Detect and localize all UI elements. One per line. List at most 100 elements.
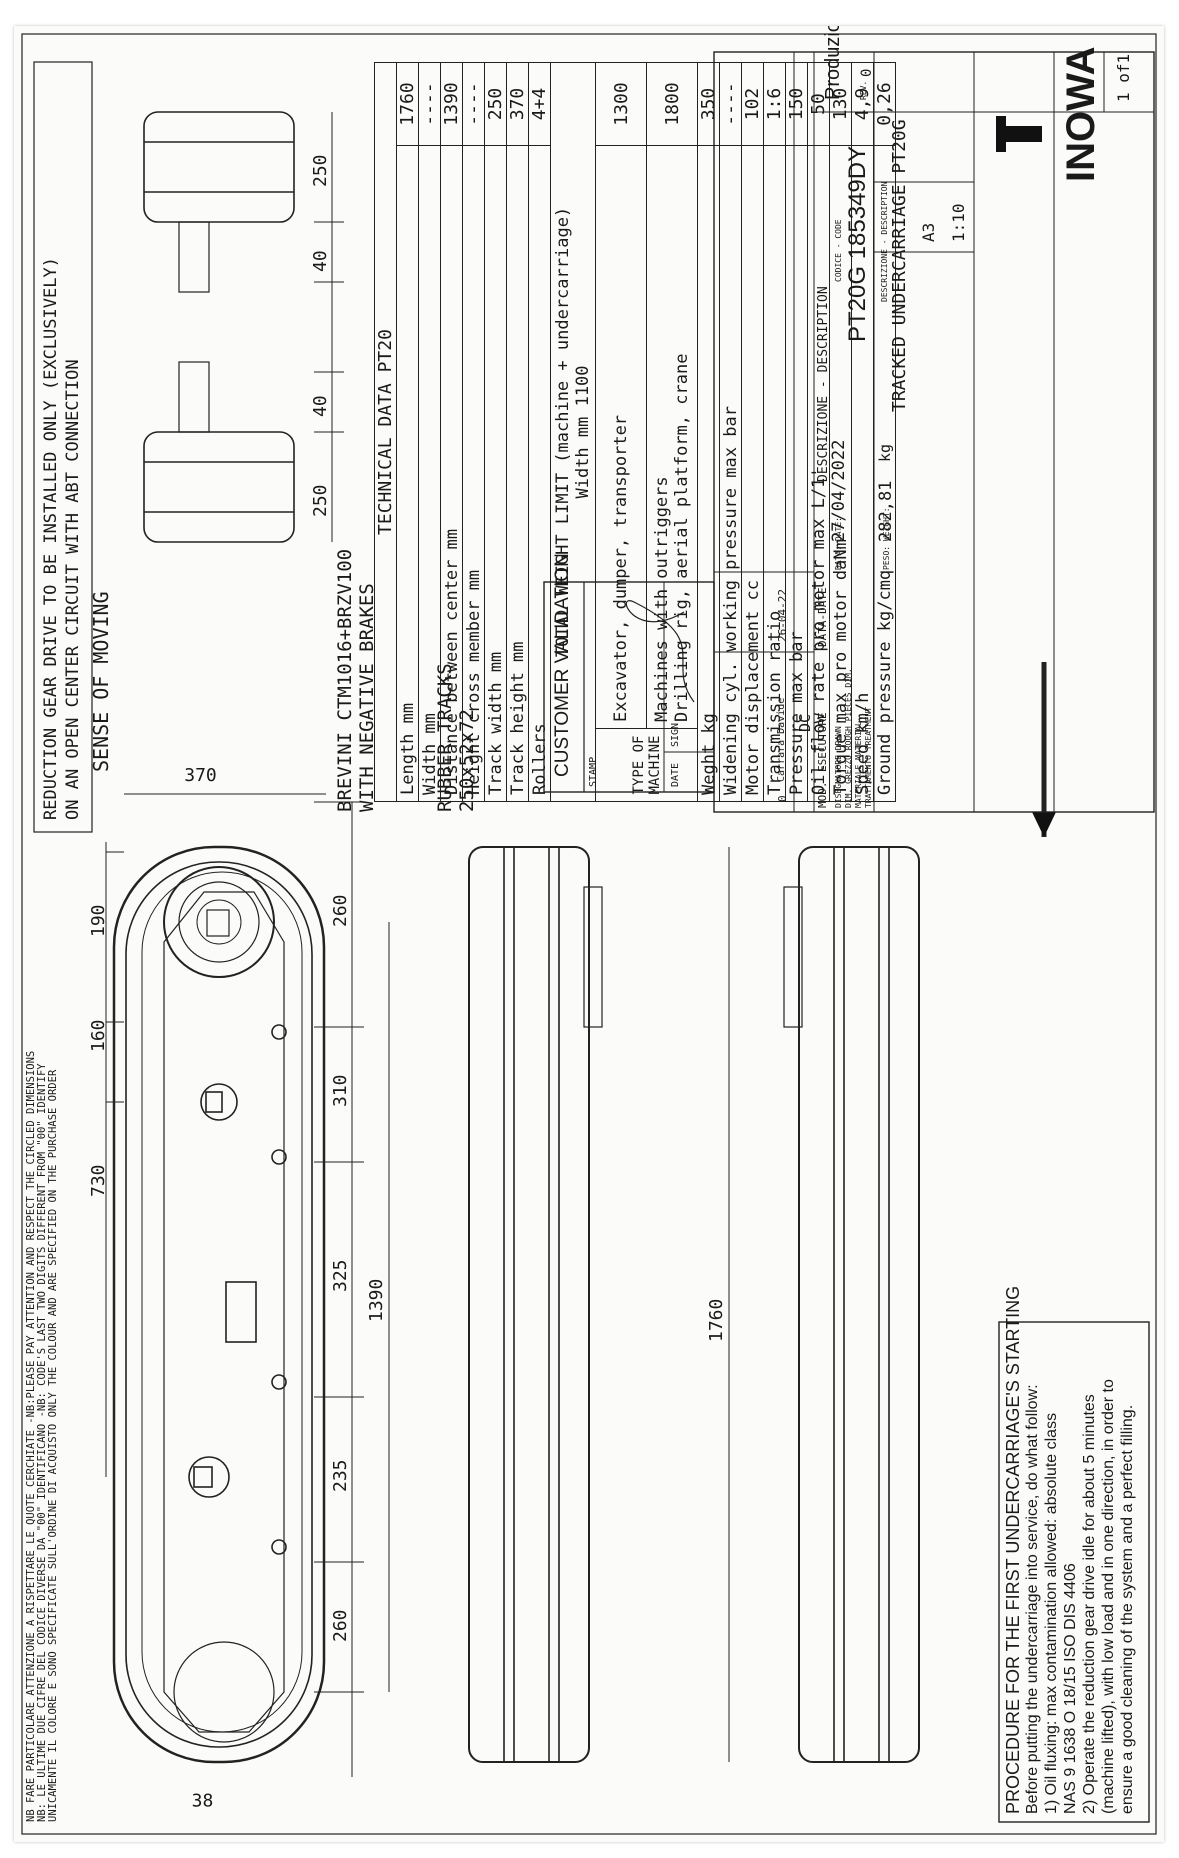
row-value: 4+4 xyxy=(528,62,551,146)
weight-value: 282,81 xyxy=(876,480,896,542)
rev-date-value: 26-04-22 xyxy=(776,589,789,642)
treatment-label: TRATTAMENTO TREATMENT xyxy=(864,706,873,808)
inowa-logo-mark xyxy=(996,116,1042,152)
tech-table-title: TECHNICAL DATA PT20 xyxy=(374,62,397,802)
row-value: 250 xyxy=(484,62,507,146)
motor-label-line1: BREVINI CTM1016+BRZV100 xyxy=(334,548,356,812)
row-label: Weght kg xyxy=(697,145,720,802)
row-value: 1760 xyxy=(396,62,419,146)
front-dim-40-left: 40 xyxy=(310,395,331,417)
stamp-label: STAMP xyxy=(588,756,599,787)
side-note: NB FARE PARTICOLARE ATTENZIONE A RISPETT… xyxy=(25,1051,59,1822)
table-row: Height cross member mm---- xyxy=(462,62,485,802)
procedure-line5: (machine lifted), with low load and in o… xyxy=(1100,1379,1117,1814)
row-value: 1390 xyxy=(440,62,463,146)
note-line2: ON AN OPEN CENTER CIRCUIT WITH ABT CONNE… xyxy=(63,359,83,820)
dim-730: 730 xyxy=(88,1164,109,1197)
dim-1390: 1390 xyxy=(366,1278,387,1322)
rev-header-mod: MOD. xyxy=(816,781,829,809)
reduction-gear-note: REDUCTION GEAR DRIVE TO BE INSTALLED ONL… xyxy=(40,257,84,820)
row-value: 370 xyxy=(506,62,529,146)
rev-value: 0 xyxy=(859,68,875,77)
front-dim-40-right: 40 xyxy=(310,250,331,272)
row-value: 1800 xyxy=(646,62,698,146)
dim-38: 38 xyxy=(191,1790,214,1812)
customer-validation-title: CUSTOMER VALIDATION xyxy=(552,553,573,777)
front-dim-250-right: 250 xyxy=(310,154,331,187)
rough-dim-label: DIM. GREZZO ROUGH PIECES DIM. xyxy=(844,668,853,808)
dim-370: 370 xyxy=(184,765,217,787)
row-label-line1: Machines with outriggers xyxy=(652,476,672,722)
part-description: TRACKED UNDERCARRIAGE PT20G xyxy=(889,119,910,412)
rev-executor-value: Carrara Davide xyxy=(776,697,787,782)
row-value: 1:6 xyxy=(763,62,786,146)
drawing-date: 27/04/2022 xyxy=(829,439,849,542)
row-label-line2: Drilling rig, aerial platform, crane xyxy=(672,353,692,722)
sense-of-moving-label: SENSE OF MOVING xyxy=(89,591,113,772)
dim-260-left: 260 xyxy=(330,1609,351,1642)
first-start-procedure: PROCEDURE FOR THE FIRST UNDERCARRIAGE'S … xyxy=(1003,1285,1137,1814)
drawing-sheet: REDUCTION GEAR DRIVE TO BE INSTALLED ONL… xyxy=(14,26,1164,1842)
motor-label: BREVINI CTM1016+BRZV100 WITH NEGATIVE BR… xyxy=(334,549,378,812)
row-label: Motor displacement cc xyxy=(741,145,764,802)
rev-header-date: DATA-DATE xyxy=(816,587,829,647)
row-value: 1300 xyxy=(595,62,647,146)
dim-160: 160 xyxy=(88,1019,109,1052)
procedure-line6: ensure a good cleaning of the system and… xyxy=(1119,1404,1136,1814)
procedure-line3: NAS 9 1638 O 18/15 ISO DIS 4406 xyxy=(1062,1563,1079,1814)
drawn-label: DISEGNATORE DRAWN xyxy=(834,726,843,808)
procedure-line4: 2) Operate the reduction gear drive idle… xyxy=(1081,1394,1098,1814)
landscape-drawing: REDUCTION GEAR DRIVE TO BE INSTALLED ONL… xyxy=(14,26,1164,1842)
material-label: MATERIALE MATERIAL xyxy=(854,721,863,808)
row-label: Rollers xyxy=(528,145,551,802)
row-label: Width mm xyxy=(418,145,441,802)
row-value: ---- xyxy=(719,62,742,146)
dim-190: 190 xyxy=(88,904,109,937)
rev-header-executor: ESECUTORE xyxy=(816,712,829,772)
produzione-label: Produzione xyxy=(822,26,844,100)
description-label: DESCRIZIONE - DESCRIPTION xyxy=(880,181,889,302)
rev-label: REV. xyxy=(859,80,868,100)
sheet-number: 1 of1 xyxy=(1114,53,1133,102)
sheet-format: A3 xyxy=(919,222,938,242)
table-row: TYPE OF MACHINE Excavator, dumper, trans… xyxy=(595,62,698,802)
row-label: Track width mm xyxy=(484,145,507,802)
procedure-line1: Before putting the undercarriage into se… xyxy=(1024,1384,1041,1814)
row-label: Height cross member mm xyxy=(462,145,485,802)
table-row: Widening cyl. working pressure max bar--… xyxy=(719,62,742,802)
row-label: Widening cyl. working pressure max bar xyxy=(719,145,742,802)
type-of-machine-label: TYPE OF MACHINE xyxy=(595,728,698,802)
part-code: PT20G 185349DY xyxy=(844,145,871,342)
table-row: Width mm---- xyxy=(418,62,441,802)
row-label: Machines with outriggers Drilling rig, a… xyxy=(646,145,698,729)
row-value: ---- xyxy=(418,62,441,146)
date-label: DATE xyxy=(670,762,681,787)
inowa-logo: INOWA xyxy=(1059,46,1103,182)
sign-label: SIGN xyxy=(670,722,681,747)
rev-mod-value: 0 xyxy=(776,795,789,802)
row-label: Length mm xyxy=(396,145,419,802)
procedure-title: PROCEDURE FOR THE FIRST UNDERCARRIAGE'S … xyxy=(1003,1285,1023,1814)
dim-325: 325 xyxy=(330,1259,351,1292)
dim-235: 235 xyxy=(330,1459,351,1492)
dim-260-right: 260 xyxy=(330,894,351,927)
front-dim-250-left: 250 xyxy=(310,484,331,517)
row-value: 350 xyxy=(697,62,720,146)
row-value: ---- xyxy=(462,62,485,146)
drawing-scale: 1:10 xyxy=(949,203,968,242)
row-value: 102 xyxy=(741,62,764,146)
rev-code-value: DC xyxy=(796,713,814,732)
table-row: Machines with outriggers Drilling rig, a… xyxy=(646,62,698,802)
side-note-line3: UNICAMENTE IL COLORE E SONO SPECIFICATE … xyxy=(47,1069,59,1822)
note-line1: REDUCTION GEAR DRIVE TO BE INSTALLED ONL… xyxy=(41,257,61,820)
drawing-lines xyxy=(21,33,1157,1835)
code-label: CODICE - CODE xyxy=(834,219,843,282)
